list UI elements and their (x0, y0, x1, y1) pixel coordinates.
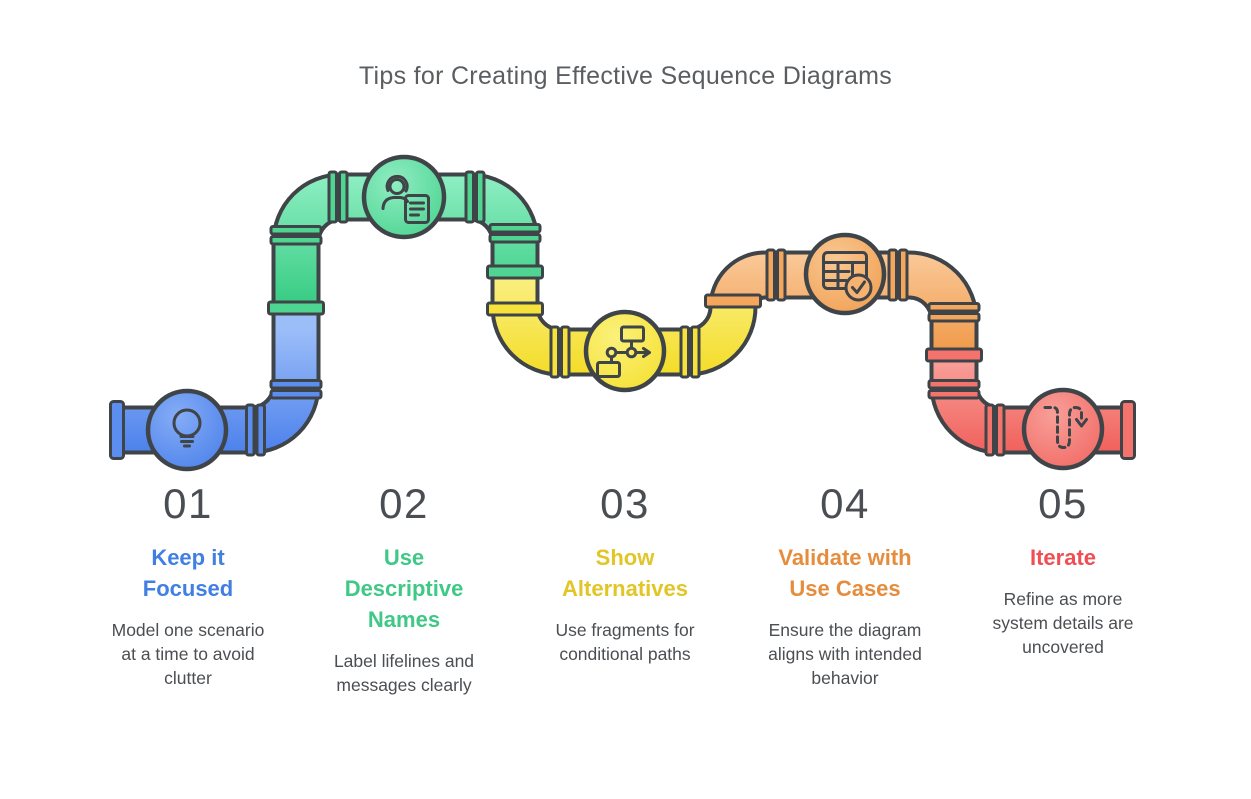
step-number: 02 (379, 480, 429, 527)
pipe-end-flange-right (1120, 400, 1136, 460)
step-description: Model one scenario at a time to avoid cl… (111, 620, 265, 688)
step-description: Label lifelines and messages clearly (333, 651, 475, 695)
table-check-icon (822, 251, 873, 302)
step-title: Keep it Focused (142, 545, 234, 601)
pipe-end-flange-left (109, 400, 125, 460)
step-number: 01 (163, 480, 213, 527)
iterate-path-icon (1043, 406, 1088, 449)
step-title: Use Descriptive Names (344, 545, 464, 632)
step-title: Iterate (1029, 545, 1097, 570)
step-number: 05 (1038, 480, 1088, 527)
step-description: Refine as more system details are uncove… (992, 589, 1134, 657)
step-node-1 (145, 388, 229, 472)
step-column-3: 03 Show Alternatives Use fragments for c… (513, 482, 737, 666)
page-title: Tips for Creating Effective Sequence Dia… (358, 62, 893, 90)
person-note-icon (381, 174, 430, 224)
step-description: Ensure the diagram aligns with intended … (768, 620, 922, 688)
step-column-2: 02 Use Descriptive Names Label lifelines… (292, 482, 516, 697)
step-node-4 (803, 232, 887, 316)
step-title: Validate with Use Cases (778, 545, 912, 601)
lightbulb-icon (172, 408, 202, 448)
flowchart-branch-icon (596, 325, 651, 378)
step-number: 04 (820, 480, 870, 527)
step-column-4: 04 Validate with Use Cases Ensure the di… (733, 482, 957, 690)
step-column-5: 05 Iterate Refine as more system details… (951, 482, 1175, 659)
step-number: 03 (600, 480, 650, 527)
step-description: Use fragments for conditional paths (555, 620, 695, 664)
step-title: Show Alternatives (562, 545, 688, 601)
pipe-joints (109, 170, 1136, 460)
step-node-5 (1021, 387, 1105, 471)
step-column-1: 01 Keep it Focused Model one scenario at… (76, 482, 300, 690)
